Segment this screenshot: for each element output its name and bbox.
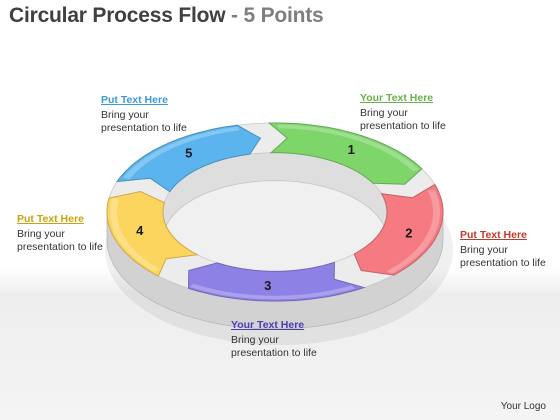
title-separator: - (225, 4, 244, 27)
ring-segment-5 (116, 124, 262, 193)
segment-number-1: 1 (348, 142, 355, 157)
callout-2-body-line1: Bring your (460, 244, 508, 256)
callout-4-heading[interactable]: Put Text Here (17, 213, 84, 225)
callout-2-body-line2: presentation to life (460, 257, 546, 269)
ring-segment-2 (353, 183, 444, 276)
title-main: Circular Process Flow (9, 4, 226, 27)
callout-1-body-line2: presentation to life (360, 120, 446, 132)
callout-5-body-line2: presentation to life (101, 122, 187, 134)
segment-number-5: 5 (185, 146, 192, 161)
callout-5: Put Text Here Bring your presentation to… (101, 94, 187, 135)
segment-highlight-5 (123, 126, 240, 180)
ring-segment-1 (267, 122, 423, 185)
callout-3-heading[interactable]: Your Text Here (231, 319, 305, 331)
callout-1: Your Text Here Bring your presentation t… (360, 92, 446, 133)
callout-5-heading[interactable]: Put Text Here (101, 94, 168, 106)
callout-1-heading[interactable]: Your Text Here (360, 92, 434, 104)
callout-4-body-line2: presentation to life (17, 241, 103, 253)
callout-3-body-line1: Bring your (231, 334, 279, 346)
segment-highlight-4 (110, 198, 160, 272)
ring-segment-4 (106, 190, 199, 277)
ring-labels: 1 2 3 4 5 (136, 142, 412, 293)
callout-1-body-line1: Bring your (360, 107, 408, 119)
logo-placeholder: Your Logo (500, 401, 546, 412)
callout-2-heading[interactable]: Put Text Here (460, 229, 527, 241)
callout-5-body-line1: Bring your (101, 109, 149, 121)
title-accent: 5 Points (243, 4, 324, 27)
segment-number-4: 4 (136, 223, 144, 238)
segment-highlight-1 (277, 124, 420, 172)
segment-highlight-3 (190, 283, 355, 300)
callout-4-body-line1: Bring your (17, 228, 65, 240)
callout-3: Your Text Here Bring your presentation t… (231, 319, 317, 360)
slide-title: Circular Process Flow - 5 Points (9, 4, 324, 28)
callout-4: Put Text Here Bring your presentation to… (17, 213, 103, 254)
ring-segment-3 (187, 261, 366, 302)
segment-number-3: 3 (264, 278, 271, 293)
segment-number-2: 2 (405, 226, 412, 241)
callout-2: Put Text Here Bring your presentation to… (460, 229, 546, 270)
ring-tops (106, 122, 444, 302)
callout-3-body-line2: presentation to life (231, 347, 317, 359)
segment-highlight-2 (386, 189, 440, 274)
